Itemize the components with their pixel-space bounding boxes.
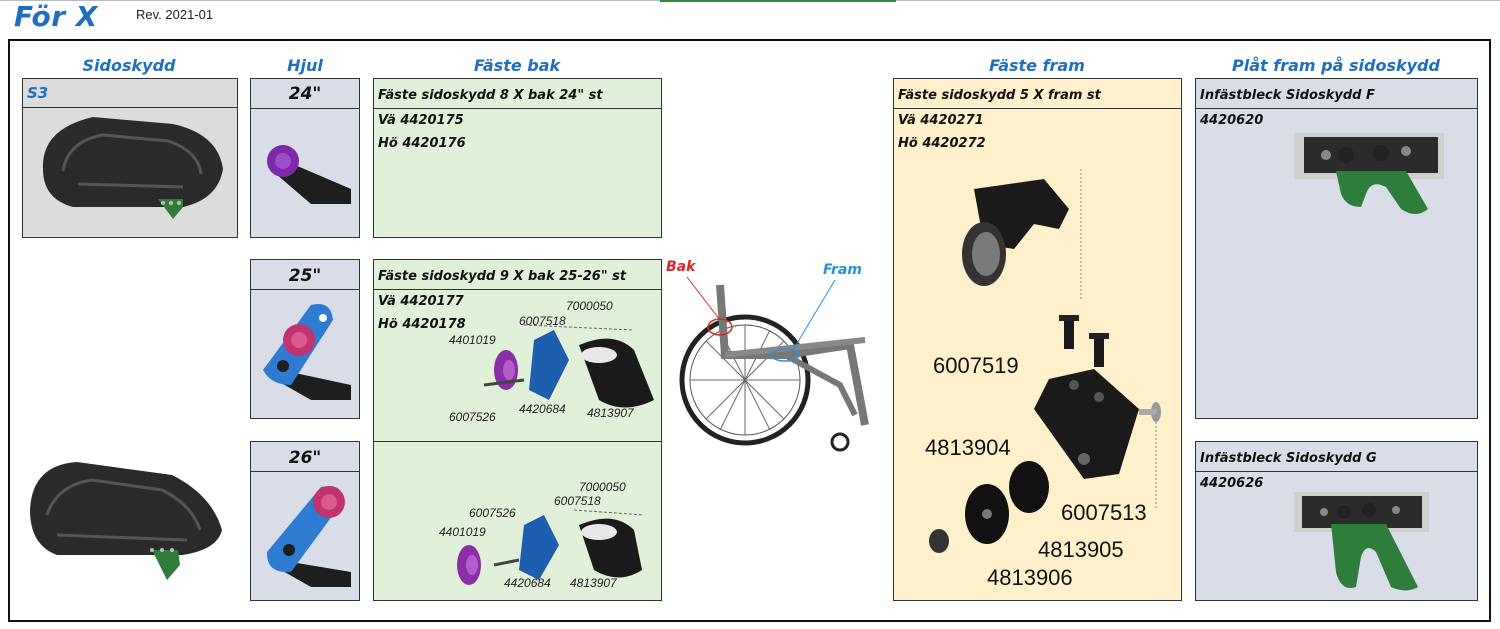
faste-bak-25-26-left: Vä 4420177 bbox=[378, 294, 464, 309]
part-number: 4813905 bbox=[1038, 537, 1124, 562]
wheel-size-label: 24" bbox=[288, 84, 322, 104]
part-number: 4420684 bbox=[504, 576, 551, 590]
faste-bak-25-26-right: Hö 4420178 bbox=[378, 317, 466, 332]
faste-bak-24-left: Vä 4420175 bbox=[378, 113, 464, 128]
wheelchair-illustration bbox=[679, 276, 869, 452]
wheel-26-panel: 26" bbox=[250, 441, 360, 601]
part-number: 6007526 bbox=[449, 410, 496, 424]
sidoskydd-label: S3 bbox=[27, 84, 49, 102]
part-number: 7000050 bbox=[579, 480, 626, 494]
part-number: 7000050 bbox=[566, 299, 613, 313]
plat-f-number: 4420620 bbox=[1200, 113, 1264, 128]
top-green-accent bbox=[660, 0, 896, 2]
plate-g-illustration bbox=[1294, 492, 1429, 591]
bracket-24-illustration bbox=[267, 145, 351, 204]
part-number: 4813907 bbox=[587, 406, 634, 420]
revision-label: Rev. 2021-01 bbox=[136, 7, 214, 22]
chair-label-bak: Bak bbox=[666, 259, 696, 275]
bracket-25-illustration bbox=[263, 304, 351, 400]
part-number: 6007518 bbox=[519, 314, 566, 328]
faste-bak-exploded-view-b bbox=[457, 509, 645, 585]
part-number: 4813907 bbox=[570, 576, 617, 590]
part-number: 4813906 bbox=[987, 565, 1073, 590]
plat-f-panel: Infästbleck Sidoskydd F 4420620 bbox=[1195, 78, 1478, 419]
part-number: 6007526 bbox=[469, 506, 516, 520]
header-faste-fram: Fäste fram bbox=[989, 56, 1085, 75]
faste-bak-24-panel: Fäste sidoskydd 8 X bak 24" st Vä 442017… bbox=[373, 78, 662, 238]
part-number: 6007519 bbox=[933, 353, 1019, 378]
bracket-26-illustration bbox=[266, 486, 351, 587]
part-number: 4813904 bbox=[925, 435, 1011, 460]
part-number: 4420684 bbox=[519, 402, 566, 416]
header-sidoskydd: Sidoskydd bbox=[82, 56, 176, 75]
plat-g-number: 4420626 bbox=[1200, 476, 1264, 491]
part-number: 4401019 bbox=[439, 525, 486, 539]
faste-bak-exploded-view-a bbox=[483, 324, 654, 408]
sidoskydd-s3-panel: S3 bbox=[22, 78, 238, 238]
plate-f-illustration bbox=[1294, 133, 1444, 214]
plat-f-title: Infästbleck Sidoskydd F bbox=[1200, 88, 1375, 103]
faste-fram-title: Fäste sidoskydd 5 X fram st bbox=[898, 88, 1101, 103]
side-guard-illustration bbox=[42, 117, 223, 219]
faste-bak-25-26-panel: Fäste sidoskydd 9 X bak 25-26" st Vä 442… bbox=[373, 259, 662, 601]
page-title: För X bbox=[14, 0, 98, 33]
wheel-25-panel: 25" bbox=[250, 259, 360, 419]
part-number: 6007518 bbox=[554, 494, 601, 508]
faste-fram-right: Hö 4420272 bbox=[898, 136, 986, 151]
faste-fram-exploded-view bbox=[929, 169, 1161, 553]
header-hjul: Hjul bbox=[287, 56, 323, 75]
side-guard-illustration-2 bbox=[30, 462, 222, 580]
part-number: 6007513 bbox=[1061, 500, 1147, 525]
faste-fram-panel: Fäste sidoskydd 5 X fram st Vä 4420271 H… bbox=[893, 78, 1182, 601]
faste-bak-25-26-title: Fäste sidoskydd 9 X bak 25-26" st bbox=[378, 269, 627, 284]
part-number: 4401019 bbox=[449, 333, 496, 347]
plat-g-panel: Infästbleck Sidoskydd G 4420626 bbox=[1195, 441, 1478, 601]
chair-label-fram: Fram bbox=[823, 262, 862, 278]
wheel-size-label: 26" bbox=[288, 448, 322, 468]
header-plat-fram: Plåt fram på sidoskydd bbox=[1232, 56, 1440, 75]
faste-fram-left: Vä 4420271 bbox=[898, 113, 984, 128]
plat-g-title: Infästbleck Sidoskydd G bbox=[1200, 451, 1377, 466]
faste-bak-24-title: Fäste sidoskydd 8 X bak 24" st bbox=[378, 88, 603, 103]
wheel-size-label: 25" bbox=[288, 266, 322, 286]
faste-bak-24-right: Hö 4420176 bbox=[378, 136, 466, 151]
content-frame bbox=[8, 39, 1491, 622]
wheel-24-panel: 24" bbox=[250, 78, 360, 238]
header-faste-bak: Fäste bak bbox=[473, 56, 561, 75]
